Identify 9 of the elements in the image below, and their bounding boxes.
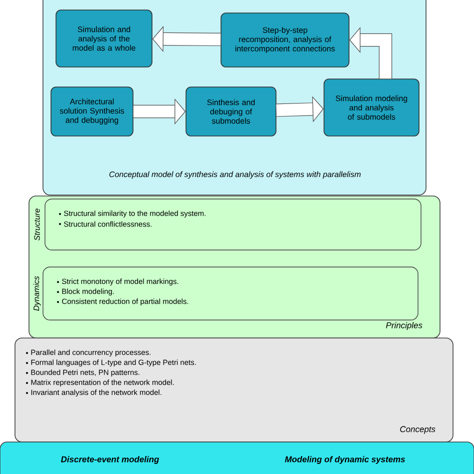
panel-title: Principles xyxy=(386,322,422,330)
band-label: Discrete-event modeling xyxy=(60,456,160,464)
principles-panel xyxy=(28,196,440,338)
band-label: Modeling of dynamic systems xyxy=(284,456,405,464)
panel-title: Concepts xyxy=(400,426,436,434)
principle-box xyxy=(44,198,422,250)
concepts-panel xyxy=(14,338,454,442)
principle-box xyxy=(42,266,418,320)
modeling-band xyxy=(0,442,474,474)
